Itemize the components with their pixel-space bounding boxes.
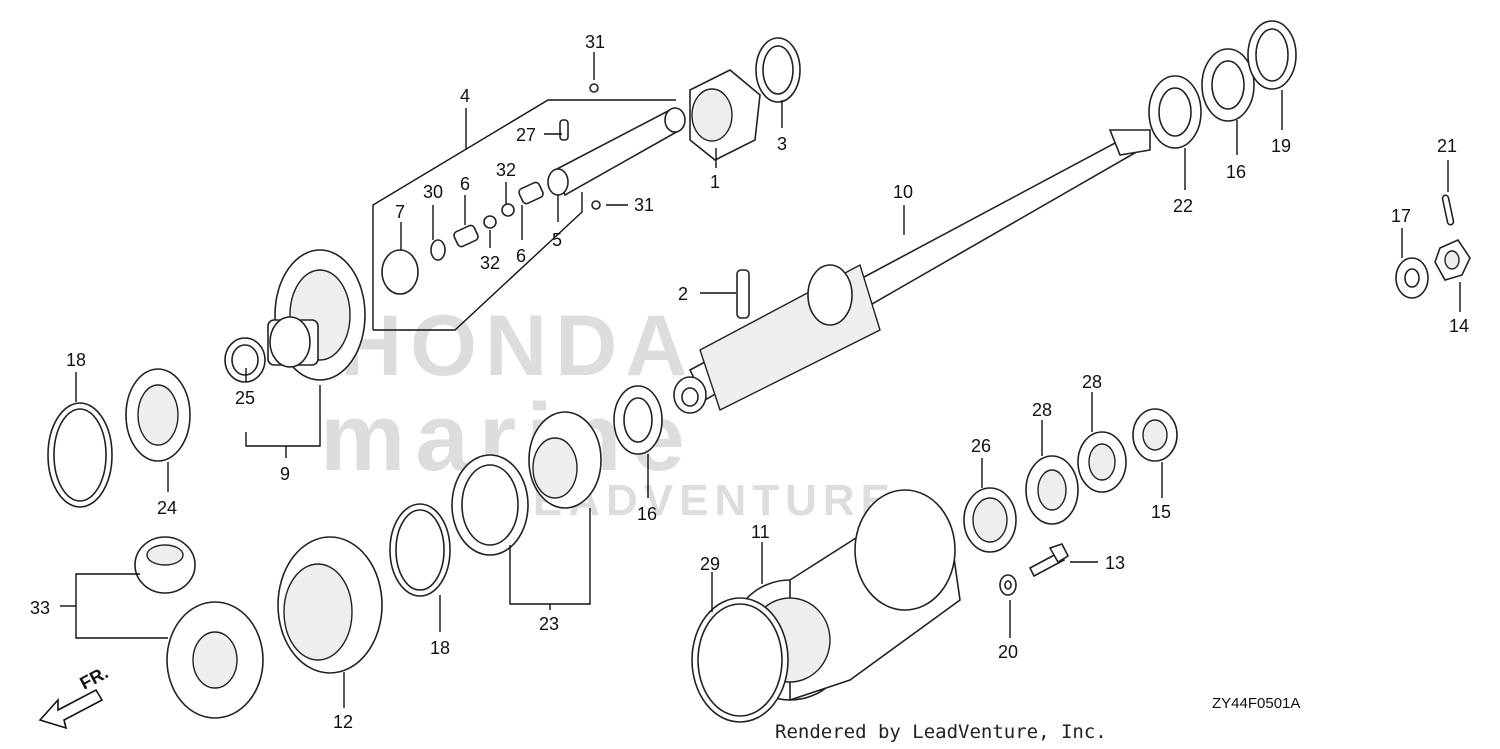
part-bearing-holder [277,536,383,674]
callout-21: 21 [1437,136,1457,156]
callout-22: 22 [1173,196,1193,216]
part-oil-seal-28a [1025,455,1079,525]
part-oil-seal-28b [1077,431,1127,493]
callout-5: 5 [552,230,562,250]
callout-11: 11 [751,522,770,542]
callout-4: 4 [460,86,470,106]
callout-33: 33 [30,598,50,618]
part-washer-20 [999,574,1017,596]
callout-27: 27 [516,125,536,145]
part-clutch [689,69,761,161]
part-tapered-bearing [451,411,602,556]
callouts: 31 4 27 32 30 6 7 32 6 5 31 1 3 10 22 16… [30,32,1469,732]
callout-2: 2 [678,284,688,304]
callout-17: 17 [1391,206,1411,226]
callout-30: 30 [423,182,443,202]
part-cotter-pin [1441,194,1455,226]
part-shift-shaft [547,107,686,197]
callout-13: 13 [1105,553,1125,573]
callout-25: 25 [235,388,255,408]
part-gear-set [134,536,264,719]
callout-15: 15 [1151,502,1171,522]
callout-31-lower: 31 [634,195,654,215]
part-bolt-13 [1028,543,1070,578]
part-thrust-bearing [1148,75,1202,149]
part-pin-27 [559,119,569,141]
callout-6-lower: 6 [516,246,526,266]
part-o-ring-18-lower [389,503,451,597]
watermark-line1: HONDA [340,298,695,394]
callout-32-upper: 32 [496,160,516,180]
callout-7: 7 [395,202,405,222]
part-collar-15 [1132,408,1178,462]
callout-32-lower: 32 [480,253,500,273]
part-castle-nut [1434,238,1471,281]
callout-9: 9 [280,464,290,484]
callout-16-upper: 16 [1226,162,1246,182]
part-needle-bearing-25 [224,337,266,383]
part-gasket-29 [691,597,789,723]
callout-16-lower: 16 [637,504,657,524]
part-ball-31-lower [591,200,601,210]
callout-24: 24 [157,498,177,518]
render-credit: Rendered by LeadVenture, Inc. [775,721,1107,743]
callout-10: 10 [893,182,913,202]
callout-28-right: 28 [1082,372,1102,392]
part-washer-16-upper [1201,48,1255,122]
callout-1: 1 [710,172,720,192]
callout-18-upper: 18 [66,350,86,370]
callout-18-lower: 18 [430,638,450,658]
diagram-code: ZY44F0501A [1212,695,1300,712]
callout-19: 19 [1271,136,1291,156]
callout-3: 3 [777,134,787,154]
leader-lines [60,52,1461,708]
part-propeller-shaft [673,129,1151,414]
part-ball-31-upper [589,83,599,93]
part-ball-bearing-24 [125,368,191,462]
callout-20: 20 [998,642,1018,662]
part-pin [736,269,750,319]
callout-12: 12 [333,712,353,732]
part-reverse-gear [267,249,366,381]
part-o-ring-18-upper [47,402,113,508]
front-direction-label: FR. [76,662,111,693]
part-washer-17 [1395,257,1429,299]
callout-29: 29 [700,554,720,574]
part-washer-16-lower [613,385,663,455]
part-needle-bearing-26 [963,487,1017,553]
front-direction-arrow: FR. [38,662,111,730]
callout-26: 26 [971,436,991,456]
part-ring-3 [755,37,801,103]
callout-23: 23 [539,614,559,634]
callout-31-upper: 31 [585,32,605,52]
part-washer-19 [1247,20,1297,90]
part-spring-set [381,181,544,295]
callout-28-left: 28 [1032,400,1052,420]
callout-14: 14 [1449,316,1469,336]
callout-6-upper: 6 [460,174,470,194]
